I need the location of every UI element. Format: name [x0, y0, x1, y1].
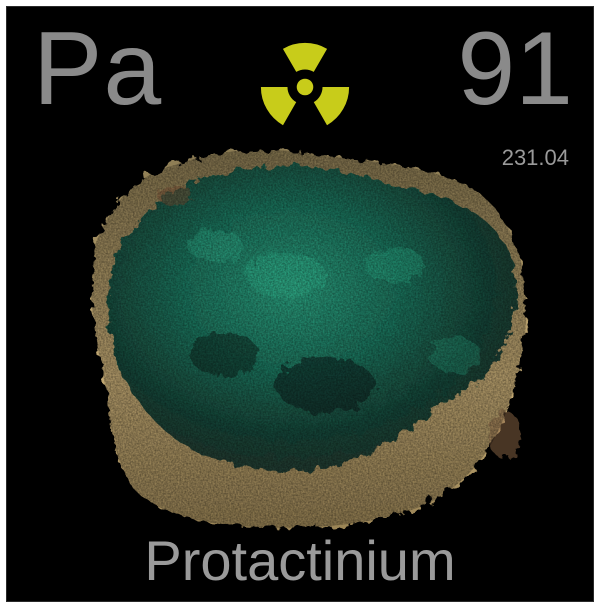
element-tile: Pa 91 231.04 — [6, 6, 594, 602]
atomic-number: 91 — [457, 11, 573, 127]
radiation-trefoil-icon — [260, 42, 350, 126]
mineral-specimen-image — [90, 149, 527, 528]
element-symbol: Pa — [33, 11, 163, 127]
element-name: Protactinium — [144, 529, 456, 592]
atomic-mass: 231.04 — [501, 145, 569, 170]
